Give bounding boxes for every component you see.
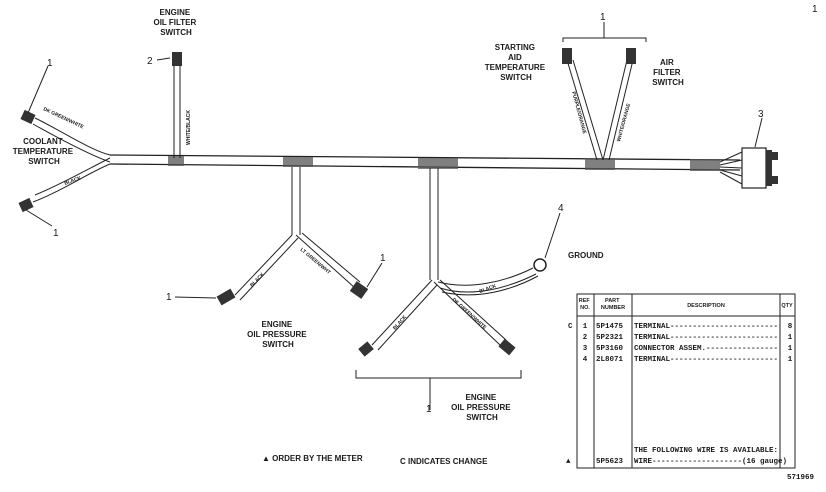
corner-mark: 1 — [812, 4, 818, 15]
parts-table: REF NO. PART NUMBER DESCRIPTION QTY C 1 … — [566, 293, 796, 469]
coolant-terminal-bottom — [18, 197, 34, 213]
label-ground: GROUND — [568, 251, 604, 260]
oil-pressure-right-right-terminal — [498, 338, 516, 356]
callout-starting-air: 1 — [600, 12, 606, 23]
footer-order-note: ▲ ORDER BY THE METER — [262, 454, 363, 463]
oil-pressure-left-branch: BLACK LT GREEN/WHT 1 1 ENGINE OIL PRESSU… — [166, 167, 386, 349]
svg-text:1: 1 — [788, 334, 793, 342]
callout-coolant-bottom: 1 — [53, 228, 59, 239]
wire-label-black-ground: BLACK — [479, 283, 498, 295]
svg-text:WIRE--------------------(16 ga: WIRE--------------------(16 gauge) — [634, 458, 787, 466]
svg-text:4: 4 — [583, 356, 588, 364]
starting-aid-terminal — [562, 48, 572, 64]
svg-text:▲: ▲ — [566, 458, 571, 466]
connector-assembly — [741, 147, 767, 189]
wire-label-lt-green-white: LT GREEN/WHT — [299, 247, 332, 276]
coolant-branch: DK GREEN/WHITE BLACK 1 1 COOLANT TEMPERA… — [13, 58, 111, 239]
table-header-description: DESCRIPTION — [687, 303, 725, 309]
harness-sleeve — [168, 156, 184, 166]
label-coolant-temperature-switch: COOLANT TEMPERATURE SWITCH — [13, 137, 76, 166]
oil-pressure-right-terminal — [349, 281, 369, 299]
label-starting-aid-temperature-switch: STARTING AID TEMPERATURE SWITCH — [485, 43, 548, 82]
label-engine-oil-pressure-switch-right: ENGINE OIL PRESSURE SWITCH — [451, 393, 513, 422]
harness-sleeve — [585, 158, 615, 170]
table-row: 3 5P3160 CONNECTOR ASSEM.---------------… — [583, 345, 793, 353]
table-row: 4 2L8071 TERMINAL-----------------------… — [583, 356, 793, 364]
main-harness — [109, 154, 741, 171]
drawing-number: 571969 — [787, 474, 815, 482]
svg-text:3: 3 — [583, 345, 588, 353]
wire-label-white-orange: WHITE/ORANGE — [616, 102, 632, 142]
label-engine-oil-pressure-switch-left: ENGINE OIL PRESSURE SWITCH — [247, 320, 309, 349]
svg-text:5P5623: 5P5623 — [596, 458, 624, 466]
table-row-wire: ▲ 5P5623 WIRE--------------------(16 gau… — [566, 458, 787, 466]
label-air-filter-switch: AIR FILTER SWITCH — [652, 58, 684, 87]
oil-filter-branch: WHITE/BLACK 2 ENGINE OIL FILTER SWITCH — [147, 8, 198, 158]
oil-filter-terminal — [172, 52, 182, 66]
callout-oil-press-left: 1 — [166, 292, 172, 303]
table-header-qty: QTY — [781, 303, 793, 309]
oil-pressure-right-branch: BLACK BLACK DK GREEN/WHITE 4 GROUND 1 EN… — [355, 168, 604, 422]
oil-pressure-right-left-terminal — [358, 341, 374, 357]
svg-text:5P1475: 5P1475 — [596, 323, 624, 331]
coolant-terminal-top — [20, 109, 36, 125]
svg-text:CONNECTOR ASSEM.--------------: CONNECTOR ASSEM.---------------- — [634, 345, 778, 353]
callout-oil-filter: 2 — [147, 56, 153, 67]
harness-sleeve — [283, 157, 313, 167]
starting-air-branch: PURPLE/ORANGE WHITE/ORANGE 1 STARTING AI… — [485, 12, 684, 161]
svg-text:5P3160: 5P3160 — [596, 345, 624, 353]
svg-text:8: 8 — [788, 323, 793, 331]
svg-text:C: C — [568, 323, 573, 331]
table-header-ref-no: REF NO. — [579, 298, 592, 311]
svg-text:1: 1 — [788, 356, 793, 364]
wire-label-black-coolant: BLACK — [64, 175, 83, 187]
label-engine-oil-filter-switch: ENGINE OIL FILTER SWITCH — [153, 8, 198, 37]
svg-text:2: 2 — [583, 334, 588, 342]
callout-coolant-top: 1 — [47, 58, 53, 69]
table-note: THE FOLLOWING WIRE IS AVAILABLE: — [634, 447, 778, 455]
svg-text:TERMINAL----------------------: TERMINAL------------------------ — [634, 334, 778, 342]
footer-change-note: C INDICATES CHANGE — [400, 457, 488, 466]
wire-label-dk-green-white-right: DK GREEN/WHITE — [451, 297, 488, 331]
svg-text:2L8071: 2L8071 — [596, 356, 624, 364]
harness-sleeve — [690, 159, 720, 171]
ground-terminal — [533, 258, 547, 272]
wire-label-black-left: BLACK — [249, 272, 266, 289]
svg-text:1: 1 — [788, 345, 793, 353]
callout-oil-press-left-right: 1 — [380, 253, 386, 264]
connector-branch: 3 — [719, 109, 778, 189]
connector-shell — [766, 150, 772, 186]
table-row: C 1 5P1475 TERMINAL---------------------… — [568, 323, 793, 331]
callout-oil-press-bottom: 1 — [426, 404, 432, 415]
air-filter-terminal — [626, 48, 636, 64]
oil-pressure-left-terminal — [216, 288, 236, 306]
table-row: 2 5P2321 TERMINAL-----------------------… — [583, 334, 793, 342]
wire-label-white-black: WHITE/BLACK — [186, 110, 192, 145]
svg-text:5P2321: 5P2321 — [596, 334, 624, 342]
callout-connector: 3 — [758, 109, 764, 120]
svg-text:TERMINAL----------------------: TERMINAL------------------------ — [634, 356, 778, 364]
harness-sleeve — [418, 158, 458, 169]
svg-text:1: 1 — [583, 323, 588, 331]
callout-ground-terminal: 4 — [558, 203, 564, 214]
wire-label-dk-green-white: DK GREEN/WHITE — [42, 106, 85, 130]
table-header-part-number: PART NUMBER — [601, 298, 625, 311]
wire-label-black-right: BLACK — [392, 314, 408, 331]
svg-text:TERMINAL----------------------: TERMINAL------------------------ — [634, 323, 778, 331]
